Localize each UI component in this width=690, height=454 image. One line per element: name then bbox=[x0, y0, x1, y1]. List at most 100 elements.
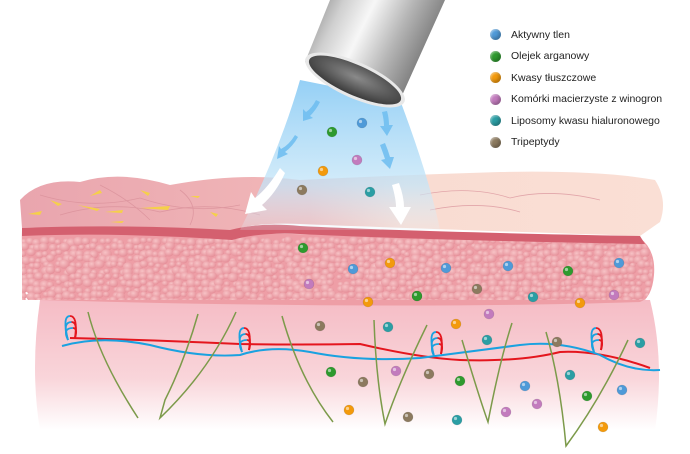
epidermis-cell bbox=[102, 291, 110, 298]
epidermis-cell bbox=[354, 286, 366, 295]
epidermis-cell bbox=[243, 263, 252, 271]
particle-highlight bbox=[576, 299, 581, 304]
particle-highlight bbox=[298, 186, 303, 191]
epidermis-cell bbox=[340, 297, 348, 300]
epidermis-cell bbox=[381, 290, 392, 300]
legend-label: Komórki macierzyste z winogron bbox=[511, 93, 663, 106]
epidermis-cell bbox=[140, 237, 148, 244]
epidermis-cell bbox=[560, 250, 568, 257]
epidermis-cell bbox=[176, 261, 183, 267]
epidermis-cell bbox=[385, 285, 394, 292]
particle-argan bbox=[562, 265, 574, 277]
epidermis-cell bbox=[516, 254, 526, 262]
epidermis-cell bbox=[515, 243, 524, 251]
epidermis-cell bbox=[131, 274, 141, 282]
applicator-device bbox=[305, 0, 445, 108]
epidermis-cell bbox=[453, 249, 461, 257]
epidermis-cell bbox=[573, 269, 581, 275]
epidermis-cell bbox=[592, 279, 604, 289]
epidermis-cell bbox=[620, 243, 629, 251]
epidermis-cell bbox=[311, 248, 322, 257]
epidermis-cell bbox=[466, 257, 474, 264]
epidermis-cell bbox=[126, 297, 133, 300]
epidermis-cell bbox=[488, 244, 495, 251]
epidermis-cell bbox=[88, 272, 97, 280]
epidermis-cell bbox=[383, 237, 393, 245]
particle-lipo bbox=[481, 334, 493, 346]
epidermis-cell bbox=[272, 274, 279, 280]
epidermis-cell bbox=[483, 262, 490, 269]
epidermis-cell bbox=[488, 262, 497, 269]
legend-item-oxygen: Aktywny tlen bbox=[490, 24, 662, 46]
particle-highlight bbox=[425, 370, 430, 375]
epidermis-cell bbox=[550, 261, 559, 268]
epidermis-cell bbox=[67, 286, 77, 294]
epidermis-cell bbox=[22, 292, 27, 300]
epidermis-cell bbox=[270, 251, 279, 258]
epidermis-cell bbox=[441, 250, 449, 257]
particle-highlight bbox=[564, 267, 569, 272]
epidermis-cell bbox=[108, 279, 119, 288]
penetration-arrows bbox=[245, 168, 411, 225]
epidermis-cell bbox=[227, 259, 239, 269]
epidermis-cell bbox=[74, 278, 83, 286]
epidermis-cell bbox=[45, 296, 56, 300]
epidermis-cell bbox=[570, 260, 580, 269]
epidermis-cell bbox=[125, 280, 135, 288]
epidermis-cell bbox=[320, 297, 328, 300]
epidermis-cell bbox=[127, 255, 134, 261]
particle-highlight bbox=[504, 262, 509, 267]
epidermis-cell bbox=[327, 242, 336, 250]
epidermis-cell bbox=[117, 261, 125, 268]
epidermis-cell bbox=[550, 272, 561, 282]
epidermis-cell bbox=[542, 249, 552, 257]
epidermis-cell bbox=[454, 284, 466, 294]
epidermis-cell bbox=[59, 242, 70, 252]
epidermis-cell bbox=[602, 274, 612, 283]
particle-oxygen bbox=[613, 257, 625, 269]
epidermis-cell bbox=[277, 255, 286, 263]
epidermis-cell bbox=[433, 270, 440, 276]
epidermis-cell bbox=[162, 264, 169, 270]
particle-highlight bbox=[299, 244, 304, 249]
particle-highlight bbox=[327, 368, 332, 373]
epidermis-cell bbox=[152, 279, 159, 285]
epidermis-cell bbox=[168, 261, 176, 268]
particle-highlight bbox=[618, 386, 623, 391]
epidermis-cell bbox=[334, 262, 342, 268]
epidermis-cell bbox=[250, 244, 257, 250]
epidermis-cell bbox=[137, 255, 145, 261]
mist-spray bbox=[240, 80, 440, 230]
epidermis-cell bbox=[487, 279, 499, 289]
epidermis-cell bbox=[83, 297, 92, 300]
epidermis-cell bbox=[35, 251, 44, 259]
epidermis-cell bbox=[53, 285, 65, 296]
epidermis-cell bbox=[368, 237, 376, 244]
particle-highlight bbox=[533, 400, 538, 405]
epidermis-cell bbox=[200, 274, 208, 281]
epidermis-cell bbox=[27, 298, 37, 300]
epidermis-cell bbox=[565, 291, 575, 300]
epidermis-cell bbox=[628, 243, 636, 250]
epidermis-cell bbox=[165, 273, 176, 283]
legend: Aktywny tlen Olejek arganowy Kwasy tłusz… bbox=[490, 24, 662, 153]
epidermis-cell bbox=[251, 287, 259, 294]
particle-fatty bbox=[574, 297, 586, 309]
epidermis-cell bbox=[486, 254, 497, 263]
epidermis-cell bbox=[34, 272, 44, 281]
epidermis-cell bbox=[145, 249, 155, 258]
epidermis-cell bbox=[294, 239, 302, 246]
epidermis-cell bbox=[318, 260, 330, 270]
epidermis-cell bbox=[407, 285, 414, 291]
epidermis-cell bbox=[314, 242, 324, 250]
epidermis-cell bbox=[635, 280, 643, 287]
legend-label: Olejek arganowy bbox=[511, 50, 590, 63]
epidermis-cell bbox=[263, 243, 275, 252]
epidermis-cell bbox=[105, 244, 112, 251]
epidermis-cell bbox=[571, 279, 579, 285]
epidermis-cell bbox=[536, 286, 545, 294]
vein-line bbox=[61, 339, 661, 372]
epidermis-cell bbox=[624, 280, 631, 287]
epidermis-cell bbox=[629, 280, 636, 287]
